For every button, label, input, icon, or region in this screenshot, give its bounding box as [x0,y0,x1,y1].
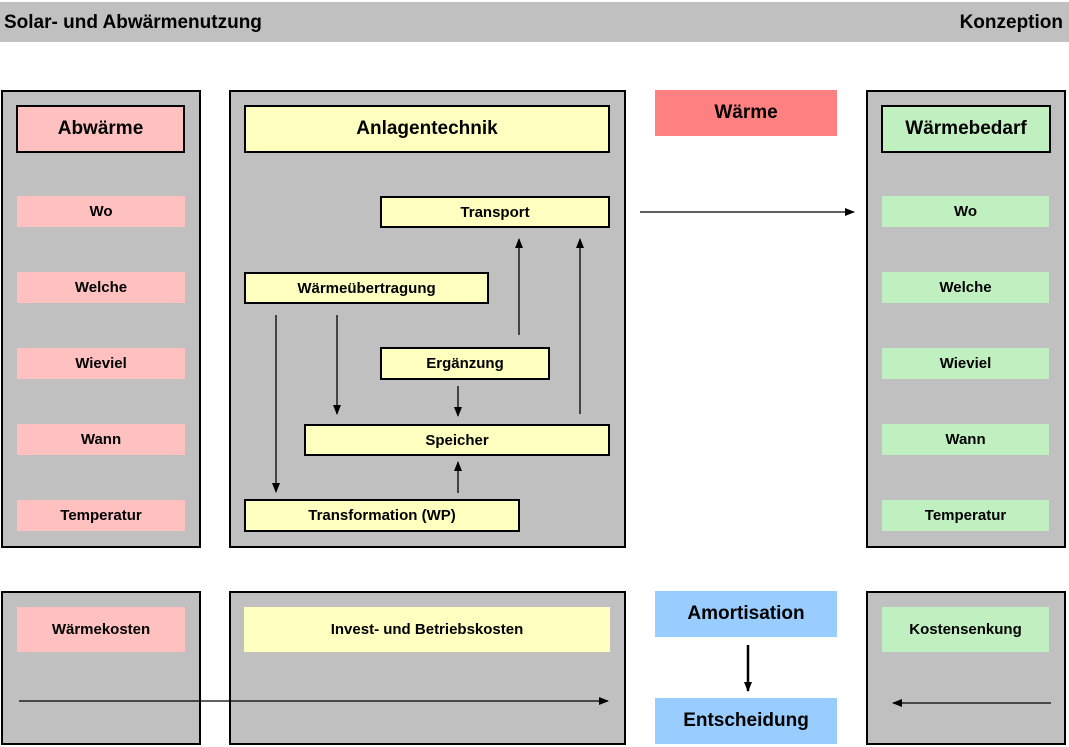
abwaerme-item-wann: Wann [17,424,185,455]
abwaerme-item-welche: Welche [17,272,185,303]
ergaenzung-box: Ergänzung [380,347,550,380]
abwaerme-item-temperatur: Temperatur [17,500,185,531]
header-subtitle: Konzeption [959,12,1063,33]
amortisation-box: Amortisation [655,591,837,637]
abwaerme-title: Abwärme [16,105,185,153]
transformation-box: Transformation (WP) [244,499,520,532]
waermebedarf-item-wann: Wann [882,424,1049,455]
waermebedarf-item-wieviel: Wieviel [882,348,1049,379]
waermeuebertragung-box: Wärmeübertragung [244,272,489,304]
entscheidung-box: Entscheidung [655,698,837,744]
waermebedarf-panel [866,90,1066,548]
abwaerme-item-wieviel: Wieviel [17,348,185,379]
kostensenkung-box: Kostensenkung [882,607,1049,652]
waermebedarf-item-welche: Welche [882,272,1049,303]
header-bar: Solar- und Abwärmenutzung Konzeption [0,2,1069,42]
speicher-box: Speicher [304,424,610,456]
waermebedarf-title: Wärmebedarf [881,105,1051,153]
abwaerme-item-wo: Wo [17,196,185,227]
anlagentechnik-title: Anlagentechnik [244,105,610,153]
waerme-box: Wärme [655,90,837,136]
header-title: Solar- und Abwärmenutzung [4,12,262,33]
abwaerme-panel [1,90,201,548]
waermebedarf-item-temperatur: Temperatur [882,500,1049,531]
anlagentechnik-panel [229,90,626,548]
transport-box: Transport [380,196,610,228]
invest-betriebskosten-box: Invest- und Betriebskosten [244,607,610,652]
waermekosten-box: Wärmekosten [17,607,185,652]
waermebedarf-item-wo: Wo [882,196,1049,227]
